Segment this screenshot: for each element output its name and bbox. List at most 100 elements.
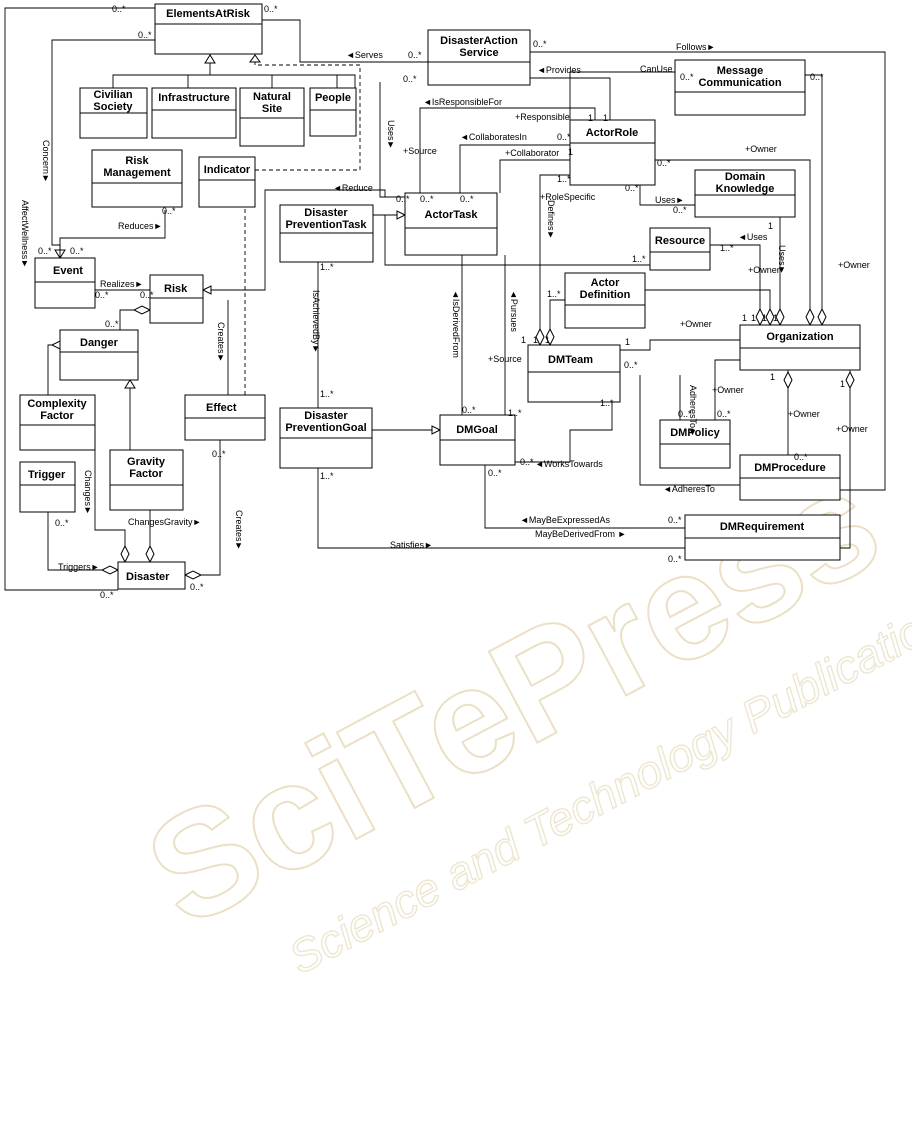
relationship-label: 0..* [420,194,434,204]
relationship-label: +Collaborator [505,148,559,158]
reduces-line [59,210,166,260]
class-organization[interactable]: Organization [739,324,861,371]
class-name: Organization [766,331,834,343]
relationship-label: 0..* [625,183,639,193]
relationship-label: 0..* [680,72,694,82]
class-actorrole[interactable]: ActorRole [569,119,656,186]
class-name: People [315,92,351,104]
class-infrastructure[interactable]: Infrastructure [151,87,237,139]
class-resource[interactable]: Resource [649,227,711,271]
relationship-label: 1..* [508,408,522,418]
class-name: ElementsAtRisk [166,8,251,20]
class-trigger[interactable]: Trigger [19,461,76,513]
relationship-label: 0..* [794,452,808,462]
relationship-label: 0..* [673,205,687,215]
relationship-label: ◄Provides [537,65,581,75]
relationship-label: 1 [751,313,756,323]
class-dmprocedure[interactable]: DMProcedure [739,454,841,501]
class-actortask[interactable]: ActorTask [404,192,498,256]
relationship-label: 0..* [112,4,126,14]
relationship-label: 0..* [557,132,571,142]
relationship-label: 1..* [557,174,571,184]
relationship-label: 1 [742,313,747,323]
relationship-label: 1 [533,335,538,345]
relationship-label: 0..* [668,554,682,564]
relationship-label: +Owner [788,409,820,419]
messagecomm-org-line [805,74,823,325]
class-risk[interactable]: Risk [149,274,204,324]
relationship-label: 0..* [55,518,69,528]
relationship-label: 1..* [320,389,334,399]
relationship-label: 0..* [668,515,682,525]
class-name: Resource [655,235,705,247]
relationship-label: +Owner [836,424,868,434]
relationship-label: 1 [521,335,526,345]
class-dmpolicy[interactable]: DMPolicy [659,419,731,469]
relationship-label: ◄Reduce [333,183,373,193]
class-people[interactable]: People [309,87,357,137]
relationship-label: Reduces► [118,221,162,231]
satisfies-line [317,468,685,549]
relationship-label: ◄MayBeExpressedAs [520,515,610,525]
class-danger[interactable]: Danger [59,329,139,381]
affectwellness-line [4,7,155,591]
relationship-label-vertical: IsAchievedBy► [311,290,321,353]
relationship-label-vertical: Uses► [777,245,787,274]
danger-complexity-line [47,344,60,400]
relationship-label: 0..* [810,72,824,82]
relationship-label: 1 [770,372,775,382]
maybeexpressedas-line [484,465,685,529]
relationship-label: 1 [568,147,573,157]
relationship-label: 0..* [100,590,114,600]
relationship-label-vertical: Creates► [216,322,226,362]
rolespecific-line [539,174,575,345]
class-dmteam[interactable]: DMTeam [527,344,621,403]
class-dmrequirement[interactable]: DMRequirement [684,514,841,561]
relationship-label: +Source [488,354,522,364]
class-disaster[interactable]: Disaster [117,561,186,590]
class-event[interactable]: Event [34,257,96,309]
class-dmgoal[interactable]: DMGoal [439,414,516,466]
relationship-label: 1 [625,337,630,347]
collaborator-line [499,159,570,193]
org-dmrequirement-line [840,370,851,549]
relationship-label: ◄AdheresTo [663,484,715,494]
relationship-label-vertical: AdheresTo► [688,385,698,437]
class-name: Trigger [28,469,66,481]
relationship-label: 0..* [624,360,638,370]
relationship-label: +Owner [712,385,744,395]
risk-danger-line [119,309,150,330]
follows-line [530,51,886,491]
class-name: Event [53,265,83,277]
class-effect[interactable]: Effect [184,394,266,441]
relationship-label: ◄IsResponsibleFor [423,97,502,107]
reduce-line [205,189,405,291]
relationship-label: 1..* [320,471,334,481]
relationship-label: +Responsible [515,112,570,122]
relationship-label-vertical: ◄Pursues [509,290,519,332]
class-indicator[interactable]: Indicator [198,156,256,208]
relationship-label: 0..* [105,319,119,329]
class-elementsatrisk[interactable]: ElementsAtRisk [154,3,263,55]
dmteam-org-line [620,339,740,351]
relationship-label: 0..* [460,194,474,204]
